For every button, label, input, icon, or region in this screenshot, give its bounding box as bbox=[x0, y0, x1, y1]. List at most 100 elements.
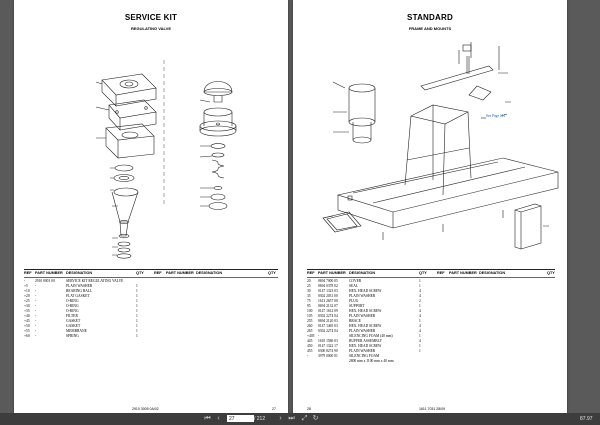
cell-designation: HEX. HEAD SCREW bbox=[349, 324, 382, 328]
last-page-icon[interactable]: ⏭ bbox=[288, 415, 295, 422]
cell-ref: 260 bbox=[307, 324, 313, 328]
cell-ref: 105 bbox=[307, 314, 313, 318]
cell-designation: SUPPORT bbox=[349, 304, 365, 308]
cell-designation: SEAL bbox=[349, 284, 358, 288]
cell-part-number: 0302 2274 04 bbox=[318, 314, 338, 318]
cell-part-number: - bbox=[35, 319, 37, 323]
frame-exploded-drawing bbox=[322, 42, 559, 250]
cell-ref: +60 bbox=[24, 334, 30, 338]
fit-page-icon[interactable]: ⤢ bbox=[301, 415, 308, 422]
cell-part-number: 0302 2031 00 bbox=[318, 294, 338, 298]
page-number-input[interactable] bbox=[227, 415, 254, 422]
cell-designation: FILTER bbox=[66, 314, 78, 318]
cell-qty: 1 bbox=[136, 304, 138, 308]
cell-ref: 35 bbox=[307, 294, 311, 298]
cell-qty: 1 bbox=[419, 344, 421, 348]
cell-designation: PLAIN WASHER bbox=[349, 294, 376, 298]
doc-number: 1611 7031 28/09 bbox=[419, 407, 446, 411]
col-header-part-number-2: PART NUMBER bbox=[166, 271, 194, 275]
cell-ref: 25 bbox=[307, 284, 311, 288]
cell-qty: 1 bbox=[136, 319, 138, 323]
cell-part-number: - bbox=[35, 294, 37, 298]
cell-ref: 75 bbox=[307, 299, 311, 303]
cell-qty: 1 bbox=[136, 334, 138, 338]
cell-designation: HEX. HEAD SCREW bbox=[349, 309, 382, 313]
rotate-icon[interactable]: ↻ bbox=[312, 415, 319, 422]
cell-ref: +55 bbox=[24, 329, 30, 333]
cell-designation: PLAIN WASHER bbox=[349, 329, 376, 333]
cell-ref: +45 bbox=[24, 319, 30, 323]
cell-qty: 1 bbox=[419, 304, 421, 308]
cell-part-number: 0147 1465 03 bbox=[318, 324, 338, 328]
cell-part-number: - bbox=[318, 334, 320, 338]
page-title: SERVICE KIT bbox=[124, 13, 178, 22]
see-page-link[interactable]: See Page 111 bbox=[486, 114, 506, 118]
cell-qty: 1 bbox=[419, 334, 421, 338]
cell-designation: HEX. HEAD SCREW bbox=[349, 289, 382, 293]
col-header-qty-2: QTY bbox=[268, 271, 276, 275]
cell-part-number: 0300 8274 90 bbox=[318, 349, 338, 353]
cell-ref: +40 bbox=[24, 314, 30, 318]
cell-qty: 1 bbox=[136, 329, 138, 333]
cell-ref: - bbox=[307, 354, 309, 358]
cell-ref: 100 bbox=[307, 309, 313, 313]
zoom-level: 87.97 bbox=[580, 416, 593, 422]
cell-designation: SERVICE KIT REGULATING VALVE bbox=[66, 279, 124, 283]
cell-qty: 4 bbox=[419, 324, 421, 328]
cell-ref: 255 bbox=[307, 319, 313, 323]
cell-part-number: 0147 1323 03 bbox=[318, 289, 338, 293]
chevron-left-icon[interactable]: ‹ bbox=[217, 415, 220, 422]
cell-qty: 2 bbox=[419, 299, 421, 303]
cell-designation: SILENCING FOAM (40 mm) bbox=[349, 334, 393, 338]
cell-designation: BUFFER ASSEMBLY bbox=[349, 339, 383, 343]
table-row: - 2910 0001 00 SERVICE KIT REGULATING VALV… bbox=[24, 279, 144, 283]
cell-note: 2800 mm x 1100 mm x 40 mm bbox=[349, 358, 394, 363]
col-header-designation: DESIGNATION bbox=[66, 271, 93, 275]
chevron-right-icon[interactable]: › bbox=[279, 415, 282, 422]
cell-part-number: 0694 0378 02 bbox=[318, 284, 338, 288]
cell-qty: 1 bbox=[136, 324, 138, 328]
cell-ref: +35 bbox=[24, 309, 30, 313]
cell-designation: SILENCING FOAM bbox=[349, 354, 380, 358]
cell-ref: 95 bbox=[307, 304, 311, 308]
cell-qty: 4 bbox=[419, 309, 421, 313]
cell-designation: PLUG bbox=[349, 299, 359, 303]
cell-part-number: 2910 0001 00 bbox=[35, 279, 55, 283]
col-header-ref-2: REF bbox=[154, 271, 162, 275]
cell-part-number: 0694 2120 03 bbox=[318, 319, 338, 323]
table-header-rule bbox=[24, 277, 278, 278]
cell-ref: - bbox=[24, 279, 26, 283]
cell-designation: GASKET bbox=[66, 319, 81, 323]
cell-designation: BEARING BALL bbox=[66, 289, 93, 293]
first-page-icon[interactable]: ⏮ bbox=[204, 415, 211, 422]
cell-qty: 4 bbox=[419, 314, 421, 318]
cell-ref: +50 bbox=[24, 324, 30, 328]
cell-ref: 30 bbox=[307, 289, 311, 293]
cell-designation: O-RING bbox=[66, 299, 79, 303]
table-header-rule bbox=[307, 277, 555, 278]
table-top-rule bbox=[307, 269, 555, 270]
cell-ref: 450 bbox=[307, 344, 313, 348]
viewer-toolbar: ⏮ ‹ / 212 › ⏭ ⤢ ↻ 87.97 bbox=[0, 413, 600, 425]
cell-designation: COVER bbox=[349, 279, 362, 283]
cell-designation: SPRING bbox=[66, 334, 79, 338]
col-header-part-number: PART NUMBER bbox=[35, 271, 63, 275]
cell-ref: 455 bbox=[307, 349, 313, 353]
cell-qty: 1 bbox=[136, 314, 138, 318]
cell-qty: 4 bbox=[419, 339, 421, 343]
cell-designation: FLAT GASKET bbox=[66, 294, 90, 298]
